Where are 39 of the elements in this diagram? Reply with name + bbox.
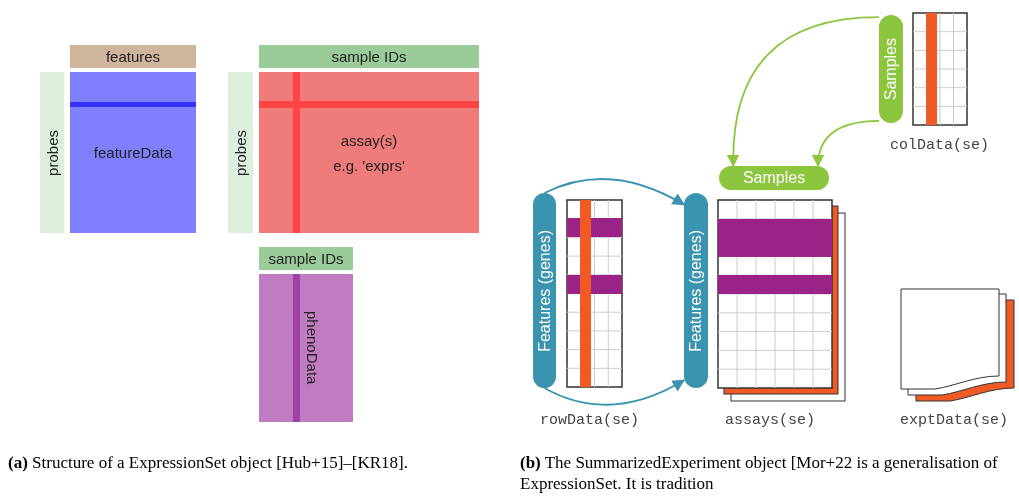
data-block bbox=[259, 274, 353, 422]
header-bar bbox=[259, 247, 353, 270]
block-title: assay(s) bbox=[340, 131, 398, 149]
caption-text: rowData(se) bbox=[540, 412, 640, 429]
data-block bbox=[70, 72, 196, 233]
figure-caption: (a) Structure of a ExpressionSet object [Hub+15]–[KR18]. bbox=[8, 452, 410, 473]
pill-text: Samples bbox=[742, 169, 806, 187]
table-stack-drawing bbox=[717, 199, 846, 402]
axis-text: probes bbox=[43, 129, 61, 176]
curved-arrow bbox=[812, 119, 880, 168]
pill-label bbox=[684, 193, 708, 388]
table-grid-drawing bbox=[912, 12, 968, 126]
caption-text: assays(se) bbox=[725, 412, 815, 429]
block-title: e.g. 'exprs' bbox=[333, 156, 405, 174]
header-text: features bbox=[105, 48, 161, 65]
curved-arrow bbox=[543, 379, 686, 406]
caption-text: colData(se) bbox=[890, 137, 990, 154]
side-band bbox=[228, 72, 253, 233]
caption-text: exptData(se) bbox=[900, 412, 1009, 429]
table-grid-drawing bbox=[566, 199, 623, 388]
axis-text: probes bbox=[232, 129, 249, 176]
block-title: featureData bbox=[93, 144, 173, 161]
pill-text: Samples bbox=[882, 37, 900, 101]
header-bar bbox=[259, 45, 479, 68]
header-text: sample IDs bbox=[331, 48, 407, 65]
figure-caption: (b) The SummarizedExperiment object [Mor+22 is a generalisation of ExpressionSet. It is tradition bbox=[520, 452, 999, 494]
data-block bbox=[259, 72, 479, 233]
block-title: phenoData bbox=[303, 311, 321, 385]
pill-label bbox=[879, 15, 903, 123]
pill-text: Features (genes) bbox=[687, 229, 705, 352]
curved-arrow bbox=[543, 178, 686, 206]
header-bar bbox=[70, 45, 196, 68]
side-band bbox=[40, 72, 64, 233]
pill-label bbox=[719, 166, 829, 190]
curved-arrow bbox=[727, 16, 880, 168]
header-text: sample IDs bbox=[268, 250, 344, 267]
pill-text: Features (genes) bbox=[535, 229, 554, 352]
pill-label bbox=[533, 193, 556, 388]
document-stack-drawing bbox=[900, 288, 1015, 402]
